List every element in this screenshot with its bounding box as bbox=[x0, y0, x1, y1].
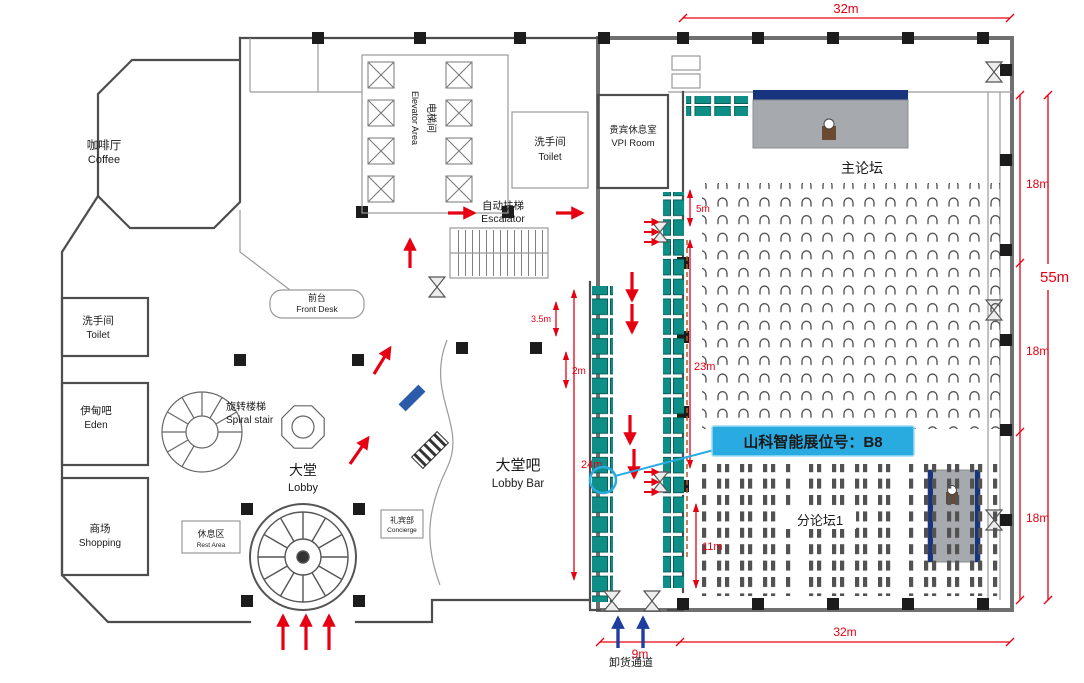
lobby-label-en: Lobby bbox=[288, 482, 318, 494]
dim-hall-seg-mid: 23m bbox=[694, 361, 715, 373]
toilet-north-label-zh: 洗手间 bbox=[534, 135, 566, 148]
unloading-channel: 卸货通道 bbox=[609, 615, 653, 669]
front-desk-label-zh: 前台 bbox=[308, 292, 326, 303]
toilet-west-label-zh: 洗手间 bbox=[82, 314, 114, 327]
vip-room-label-en: VPI Room bbox=[611, 138, 654, 149]
lobby-bar-label-zh: 大堂吧 bbox=[495, 457, 540, 474]
dim-right-seg3: 18m bbox=[1026, 511, 1049, 525]
flow-arrows bbox=[276, 206, 660, 650]
rest-area-label-zh: 休息区 bbox=[197, 528, 224, 539]
concierge-desk: 礼宾部 Concierge bbox=[380, 509, 424, 539]
elevator-label-zh: 电梯间 bbox=[425, 103, 438, 133]
lobby-building-walls bbox=[60, 36, 600, 624]
eden-label-en: Eden bbox=[84, 420, 107, 431]
rest-area-label-en: Rest Area bbox=[197, 542, 226, 549]
elevator-block: 电梯间 Elevator Area bbox=[361, 54, 509, 214]
vip-room-label-zh: 贵宾休息室 bbox=[609, 124, 657, 136]
podium-icon bbox=[822, 126, 836, 140]
dim-bottom-width: 32m bbox=[833, 625, 856, 639]
main-forum-label: 主论坛 bbox=[841, 160, 883, 176]
coffee-label-zh: 咖啡厅 bbox=[87, 138, 122, 152]
rest-area: 休息区 Rest Area bbox=[181, 520, 241, 554]
main-forum-seating bbox=[702, 183, 1000, 429]
shopping-label-zh: 商场 bbox=[90, 522, 111, 535]
lobby-bar-label-en: Lobby Bar bbox=[492, 478, 545, 490]
toilet-north-room bbox=[511, 111, 589, 189]
unloading-channel-label: 卸货通道 bbox=[609, 655, 653, 669]
blue-ramp bbox=[398, 384, 426, 412]
front-desk: 前台 Front Desk bbox=[269, 289, 365, 319]
toilet-west-label-en: Toilet bbox=[86, 330, 110, 341]
octagon-feature bbox=[281, 405, 325, 449]
spiral-stair bbox=[161, 391, 243, 473]
concierge-label-zh: 礼宾部 bbox=[390, 515, 414, 525]
eden-label-zh: 伊甸吧 bbox=[80, 404, 112, 417]
coffee-label-en: Coffee bbox=[88, 154, 120, 166]
striped-ramp bbox=[410, 430, 450, 470]
booth-b8-highlight bbox=[588, 465, 618, 495]
concierge-label-en: Concierge bbox=[387, 527, 417, 534]
shopping-label-en: Shopping bbox=[79, 538, 121, 549]
dimension-lines: 32m 18m 18m 18m 55m 32m 9m 24m 2m 3.5m 5… bbox=[531, 1, 1069, 661]
dim-right-total: 55m bbox=[1040, 269, 1069, 286]
lobby-label-zh: 大堂 bbox=[289, 462, 317, 478]
dim-dock-width: 9m bbox=[632, 647, 649, 661]
dim-corridor-length: 24m bbox=[581, 459, 602, 471]
spiral-stair-label-zh: 旋转楼梯 bbox=[226, 400, 266, 413]
dim-booth-depth: 2m bbox=[572, 366, 586, 377]
sub-forum-label: 分论坛1 bbox=[797, 513, 843, 528]
toilet-north-label-en: Toilet bbox=[538, 152, 562, 163]
escalator: 自动扶梯 Escalator bbox=[449, 199, 549, 279]
front-desk-label-en: Front Desk bbox=[296, 304, 338, 314]
spiral-stair-label-en: Spiral stair bbox=[226, 415, 274, 426]
dim-top-width: 32m bbox=[833, 1, 858, 16]
main-forum-stage bbox=[752, 90, 909, 149]
dim-right-seg2: 18m bbox=[1026, 344, 1049, 358]
booth-callout-label: 山科智能展位号：B8 bbox=[743, 433, 882, 451]
booth-callout: 山科智能展位号：B8 bbox=[588, 425, 915, 495]
sub-forum-label-bg bbox=[784, 511, 856, 529]
elevator-label-en: Elevator Area bbox=[410, 91, 420, 145]
entrance-rotunda bbox=[249, 503, 357, 611]
escalator-label-zh: 自动扶梯 bbox=[482, 199, 524, 212]
sub-forum-seating bbox=[702, 464, 1000, 596]
escalator-label-en: Escalator bbox=[481, 213, 525, 225]
dim-walkway: 3.5m bbox=[531, 314, 551, 324]
dim-hall-seg-bottom: 11m bbox=[702, 541, 723, 553]
exhibition-booths bbox=[592, 96, 748, 602]
dim-right-seg1: 18m bbox=[1026, 177, 1049, 191]
dim-hall-seg-top: 5m bbox=[696, 204, 710, 215]
